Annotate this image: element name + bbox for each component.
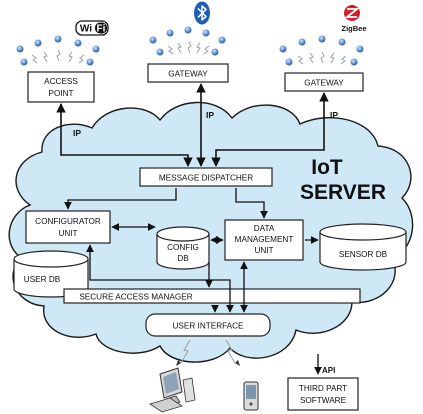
api-label: API: [322, 366, 335, 375]
configurator-unit-box: CONFIGURATOR UNIT: [25, 210, 111, 244]
user-db-label: USER DB: [24, 275, 61, 284]
access-point-box: ACCESS POINT: [27, 71, 95, 103]
sensor-node: [74, 39, 82, 47]
client-connections: [176, 339, 240, 366]
sensor-node: [338, 38, 346, 46]
mobile-phone-icon: [243, 381, 259, 411]
gateway-bluetooth-box: GATEWAY: [147, 63, 229, 83]
sensor-node: [202, 29, 210, 37]
api-connection: API: [314, 354, 335, 375]
configurator-unit-label-1: CONFIGURATOR: [35, 217, 101, 226]
access-point-label-1: ACCESS: [44, 77, 78, 86]
configurator-unit-label-2: UNIT: [58, 229, 77, 238]
sensor-node: [298, 38, 306, 46]
sensor-node: [92, 45, 100, 53]
sensor-node: [350, 58, 358, 66]
data-management-label-1: DATA: [254, 224, 275, 233]
third-part-software-box: THIRD PART SOFTWARE: [287, 377, 359, 411]
sensor-node: [318, 35, 326, 43]
data-management-label-2: MANAGEMENT: [235, 235, 294, 244]
wifi-logo: Wi Fi: [75, 20, 109, 36]
config-db-label-1: CONFIG: [167, 243, 199, 252]
sensor-node: [218, 36, 226, 44]
sensor-node: [16, 45, 24, 53]
sensor-node: [211, 48, 219, 56]
config-db-label-2: DB: [177, 254, 189, 263]
sensor-node: [156, 48, 164, 56]
sensor-node: [166, 29, 174, 37]
user-db-cylinder: USER DB: [13, 250, 89, 298]
third-part-software-label-1: THIRD PART: [299, 384, 347, 393]
ip-connections: [56, 83, 329, 167]
internal-connections: [64, 188, 319, 313]
sensor-node: [54, 35, 62, 43]
sensor-node: [285, 58, 293, 66]
bluetooth-sensor-cluster: [149, 26, 226, 56]
sensor-node: [86, 58, 94, 66]
secure-access-manager-label: SECURE ACCESS MANAGER: [79, 293, 192, 302]
svg-text:Wi: Wi: [80, 24, 92, 35]
sensor-db-cylinder: SENSOR DB: [319, 223, 407, 271]
ip-label-right: IP: [330, 110, 338, 120]
data-management-label-3: UNIT: [254, 246, 273, 255]
server-title-line2: SERVER: [300, 181, 386, 204]
zigbee-sensor-cluster: [279, 35, 364, 66]
ip-label-middle: IP: [206, 110, 214, 120]
third-part-software-label-2: SOFTWARE: [300, 396, 347, 405]
gateway-bluetooth-label: GATEWAY: [168, 70, 208, 79]
sensor-node: [356, 45, 364, 53]
message-dispatcher-label: MESSAGE DISPATCHER: [159, 174, 253, 183]
access-point-label-2: POINT: [48, 89, 73, 98]
sensor-node: [20, 58, 28, 66]
server-title-line1: IoT: [311, 156, 343, 179]
sensor-node: [184, 26, 192, 34]
message-dispatcher-box: MESSAGE DISPATCHER: [139, 167, 273, 187]
desktop-computer-icon: [149, 367, 196, 413]
data-management-unit-box: DATA MANAGEMENT UNIT: [224, 219, 304, 261]
sensor-node: [279, 45, 287, 53]
gateway-zigbee-label: GATEWAY: [304, 79, 344, 88]
zigbee-logo: ZigBee: [341, 5, 367, 33]
gateway-zigbee-box: GATEWAY: [284, 72, 364, 92]
bluetooth-logo: [194, 1, 210, 25]
config-db-cylinder: CONFIG DB: [156, 226, 210, 270]
wifi-sensor-cluster: [16, 35, 100, 66]
secure-access-manager-box: SECURE ACCESS MANAGER: [63, 288, 361, 304]
svg-text:Fi: Fi: [97, 24, 106, 35]
sensor-db-label: SENSOR DB: [339, 250, 388, 259]
user-interface-box: USER INTERFACE: [145, 313, 271, 337]
zigbee-logo-text: ZigBee: [341, 24, 366, 33]
ip-label-left: IP: [73, 128, 81, 138]
sensor-node: [34, 39, 42, 47]
sensor-node: [149, 36, 157, 44]
user-interface-label: USER INTERFACE: [173, 322, 245, 331]
